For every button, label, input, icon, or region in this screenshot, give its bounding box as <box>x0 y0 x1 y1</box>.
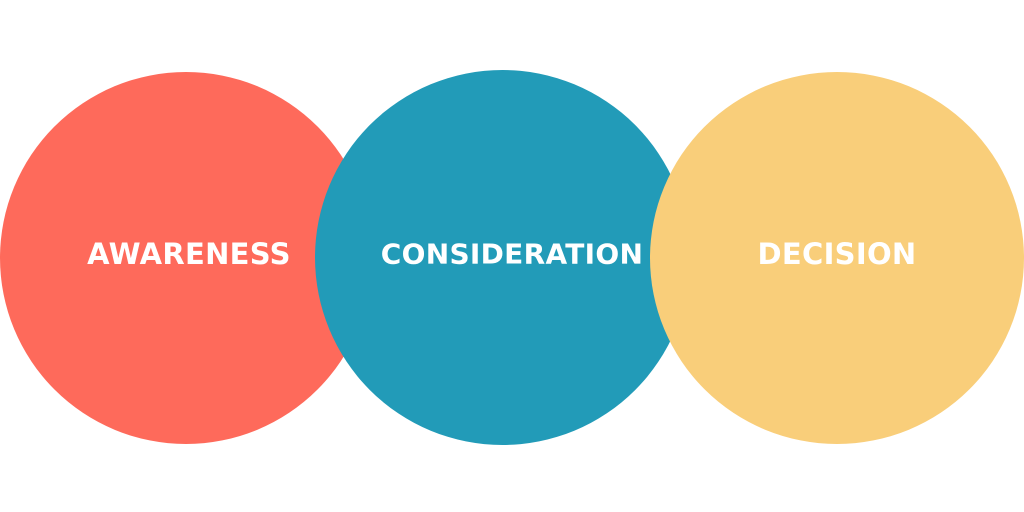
decision-label: DECISION <box>757 237 917 271</box>
consideration-circle <box>315 70 690 445</box>
awareness-circle <box>0 72 372 444</box>
awareness-label: AWARENESS <box>87 237 291 271</box>
consideration-label: CONSIDERATION <box>380 237 644 271</box>
decision-circle <box>650 72 1024 444</box>
